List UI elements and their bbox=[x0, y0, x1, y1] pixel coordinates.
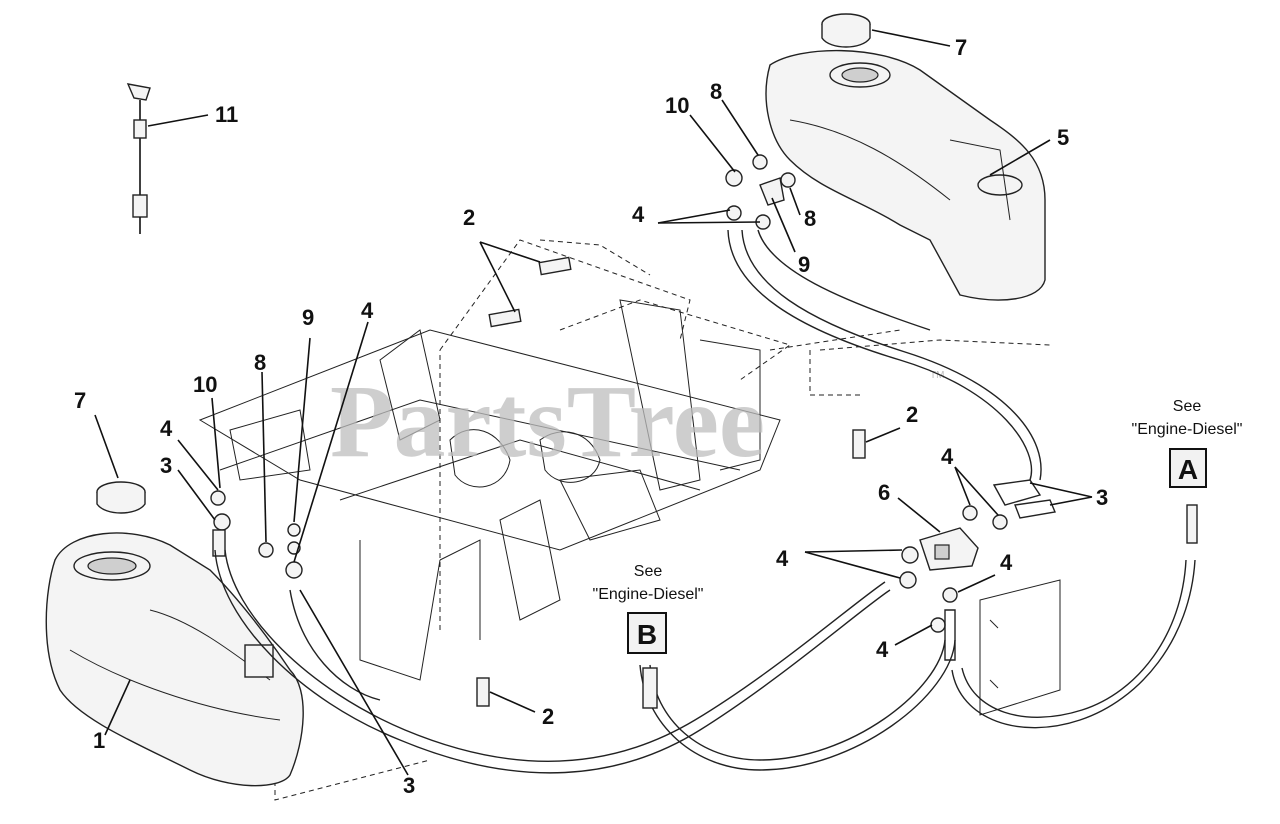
callout-4-left-a: 4 bbox=[160, 416, 173, 441]
reference-a-target: "Engine-Diesel" bbox=[1132, 421, 1243, 438]
watermark-text: PartsTree bbox=[330, 364, 765, 479]
bolt-top bbox=[538, 256, 572, 276]
reference-b-letter: B bbox=[637, 619, 657, 650]
callout-6: 6 bbox=[878, 480, 890, 505]
callout-3-left-a: 3 bbox=[160, 453, 172, 478]
fuel-cap-left bbox=[96, 481, 146, 514]
callout-8-top-b: 8 bbox=[804, 206, 816, 231]
leader-lines bbox=[94, 29, 1093, 776]
engine-side-panel bbox=[979, 579, 1061, 716]
callout-2-right: 2 bbox=[906, 402, 918, 427]
callout-3-left-b: 3 bbox=[403, 773, 415, 798]
reference-a-letter: A bbox=[1178, 454, 1198, 485]
callout-1: 1 bbox=[93, 728, 105, 753]
callout-9-top: 9 bbox=[798, 252, 810, 277]
watermark-trademark: TM bbox=[930, 370, 944, 381]
reference-a-see: See bbox=[1173, 398, 1202, 415]
callout-11: 11 bbox=[215, 102, 238, 127]
callout-4-valve-top: 4 bbox=[941, 444, 954, 469]
fuel-tank-left bbox=[45, 532, 304, 787]
fuel-valve bbox=[919, 527, 979, 571]
bolt-right bbox=[852, 429, 866, 459]
bolt-bottom bbox=[476, 677, 490, 707]
reference-a-box bbox=[1169, 448, 1207, 488]
hardware-top-cluster bbox=[725, 154, 796, 230]
callout-7-right: 7 bbox=[955, 35, 967, 60]
reference-b: See "Engine-Diesel" B bbox=[593, 563, 704, 654]
callout-8-left: 8 bbox=[254, 350, 266, 375]
callout-4-valve-bottom: 4 bbox=[876, 637, 889, 662]
fuel-tank-right bbox=[765, 49, 1046, 301]
callout-4-valve-right: 4 bbox=[1000, 550, 1013, 575]
hardware-valve-cluster bbox=[899, 505, 1008, 633]
callout-3-right: 3 bbox=[1096, 485, 1108, 510]
callout-2-bottom: 2 bbox=[542, 704, 554, 729]
hardware-left-cluster bbox=[210, 490, 303, 579]
bolt-middle bbox=[488, 308, 522, 328]
fuel-cap-right bbox=[821, 13, 871, 48]
reference-b-target: "Engine-Diesel" bbox=[593, 586, 704, 603]
callout-8-top-a: 8 bbox=[710, 79, 722, 104]
fuel-hoses bbox=[214, 229, 1198, 774]
reference-b-see: See bbox=[634, 563, 663, 580]
callout-labels: 1 7 11 7 5 2 2 2 10 8 8 9 4 10 4 3 8 9 4… bbox=[74, 35, 1108, 798]
reference-b-box bbox=[627, 612, 667, 654]
callout-10-left: 10 bbox=[193, 372, 217, 397]
chassis-frame bbox=[198, 239, 1051, 801]
fuel-gauge bbox=[126, 83, 151, 234]
callout-4-top: 4 bbox=[632, 202, 645, 227]
callout-5: 5 bbox=[1057, 125, 1069, 150]
callout-10-top: 10 bbox=[665, 93, 689, 118]
callout-4-left-b: 4 bbox=[361, 298, 374, 323]
reference-a: See "Engine-Diesel" A bbox=[1132, 398, 1243, 488]
callout-7-left: 7 bbox=[74, 388, 86, 413]
callout-2-top: 2 bbox=[463, 205, 475, 230]
callout-9-left: 9 bbox=[302, 305, 314, 330]
callout-4-valve-left: 4 bbox=[776, 546, 789, 571]
